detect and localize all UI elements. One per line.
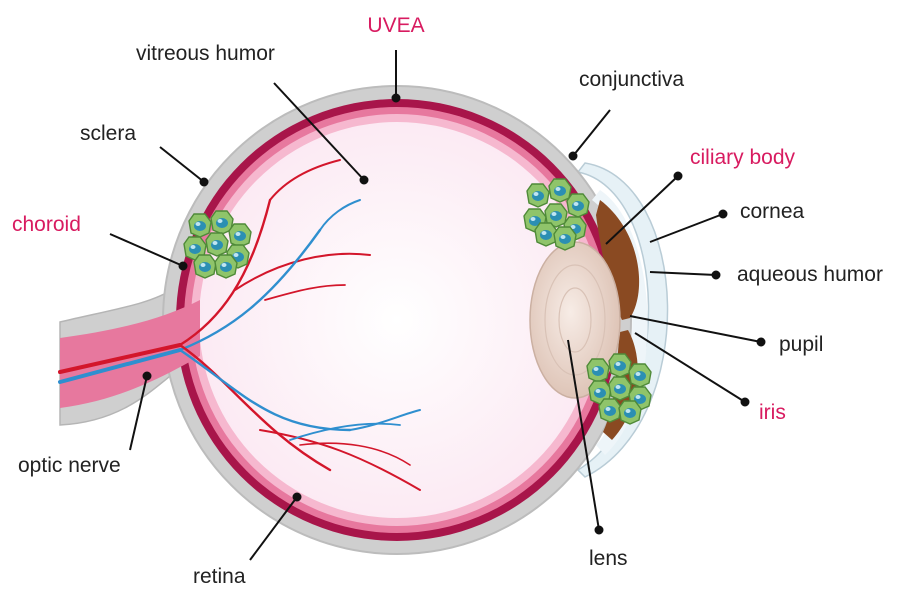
- label-lens: lens: [589, 547, 628, 571]
- label-optic-nerve: optic nerve: [18, 454, 121, 478]
- label-vitreous-humor: vitreous humor: [136, 42, 275, 66]
- label-cornea: cornea: [740, 200, 804, 224]
- label-aqueous-humor: aqueous humor: [737, 263, 883, 287]
- label-sclera: sclera: [80, 122, 136, 146]
- label-uvea: UVEA: [367, 14, 424, 38]
- label-choroid: choroid: [12, 213, 81, 237]
- label-pupil: pupil: [779, 333, 823, 357]
- label-ciliary-body: ciliary body: [690, 146, 795, 170]
- label-iris: iris: [759, 401, 786, 425]
- label-retina: retina: [193, 565, 246, 589]
- label-conjunctiva: conjunctiva: [579, 68, 684, 92]
